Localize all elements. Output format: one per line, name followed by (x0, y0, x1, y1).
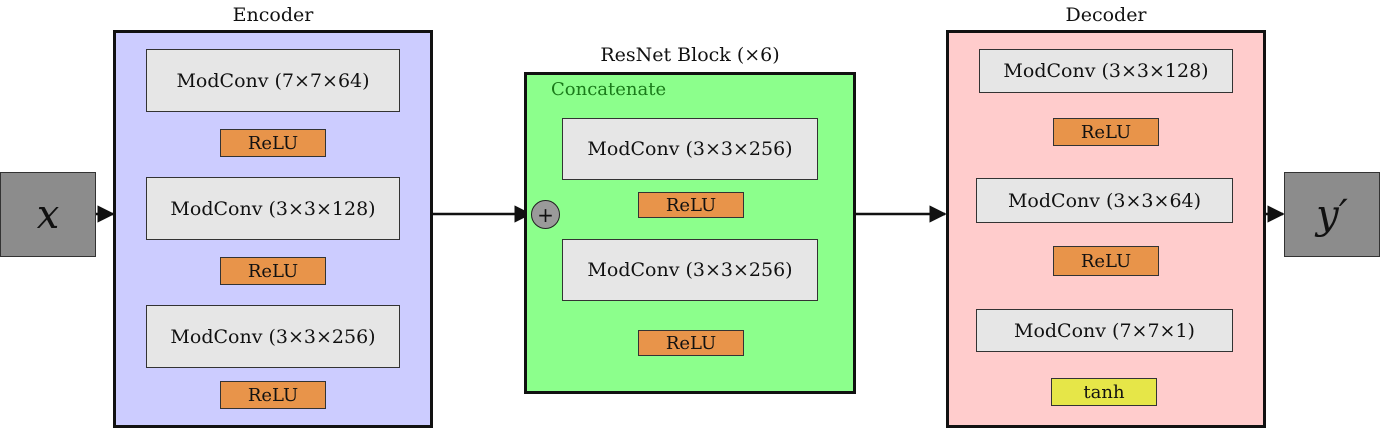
add-node: + (531, 200, 560, 229)
resnet-title: ResNet Block (×6) (600, 44, 780, 66)
add-symbol: + (537, 202, 554, 227)
encoder-conv-1: ModConv (7×7×64) (146, 49, 400, 112)
output-node: y′ (1284, 172, 1380, 257)
resnet-conv-1: ModConv (3×3×256) (562, 118, 818, 180)
encoder-title: Encoder (232, 4, 314, 26)
decoder-conv-3: ModConv (7×7×1) (976, 309, 1233, 352)
resnet-relu-2: ReLU (638, 330, 744, 356)
resnet-conv-2: ModConv (3×3×256) (562, 239, 818, 301)
encoder-relu-2: ReLU (220, 257, 326, 285)
output-symbol: y′ (1316, 191, 1348, 238)
decoder-conv-2: ModConv (3×3×64) (976, 178, 1233, 223)
decoder-tanh: tanh (1051, 378, 1157, 406)
input-symbol: x (36, 191, 60, 238)
decoder-relu-1: ReLU (1053, 118, 1159, 146)
encoder-conv-2: ModConv (3×3×128) (146, 177, 400, 240)
decoder-conv-1: ModConv (3×3×128) (979, 49, 1233, 93)
input-node: x (0, 172, 96, 257)
encoder-relu-1: ReLU (220, 129, 326, 157)
concatenate-label: Concatenate (551, 79, 667, 100)
resnet-relu-1: ReLU (638, 192, 744, 218)
decoder-relu-2: ReLU (1053, 246, 1159, 276)
encoder-conv-3: ModConv (3×3×256) (146, 305, 400, 368)
decoder-panel (946, 30, 1266, 428)
decoder-title: Decoder (1065, 4, 1147, 26)
encoder-relu-3: ReLU (220, 381, 326, 409)
